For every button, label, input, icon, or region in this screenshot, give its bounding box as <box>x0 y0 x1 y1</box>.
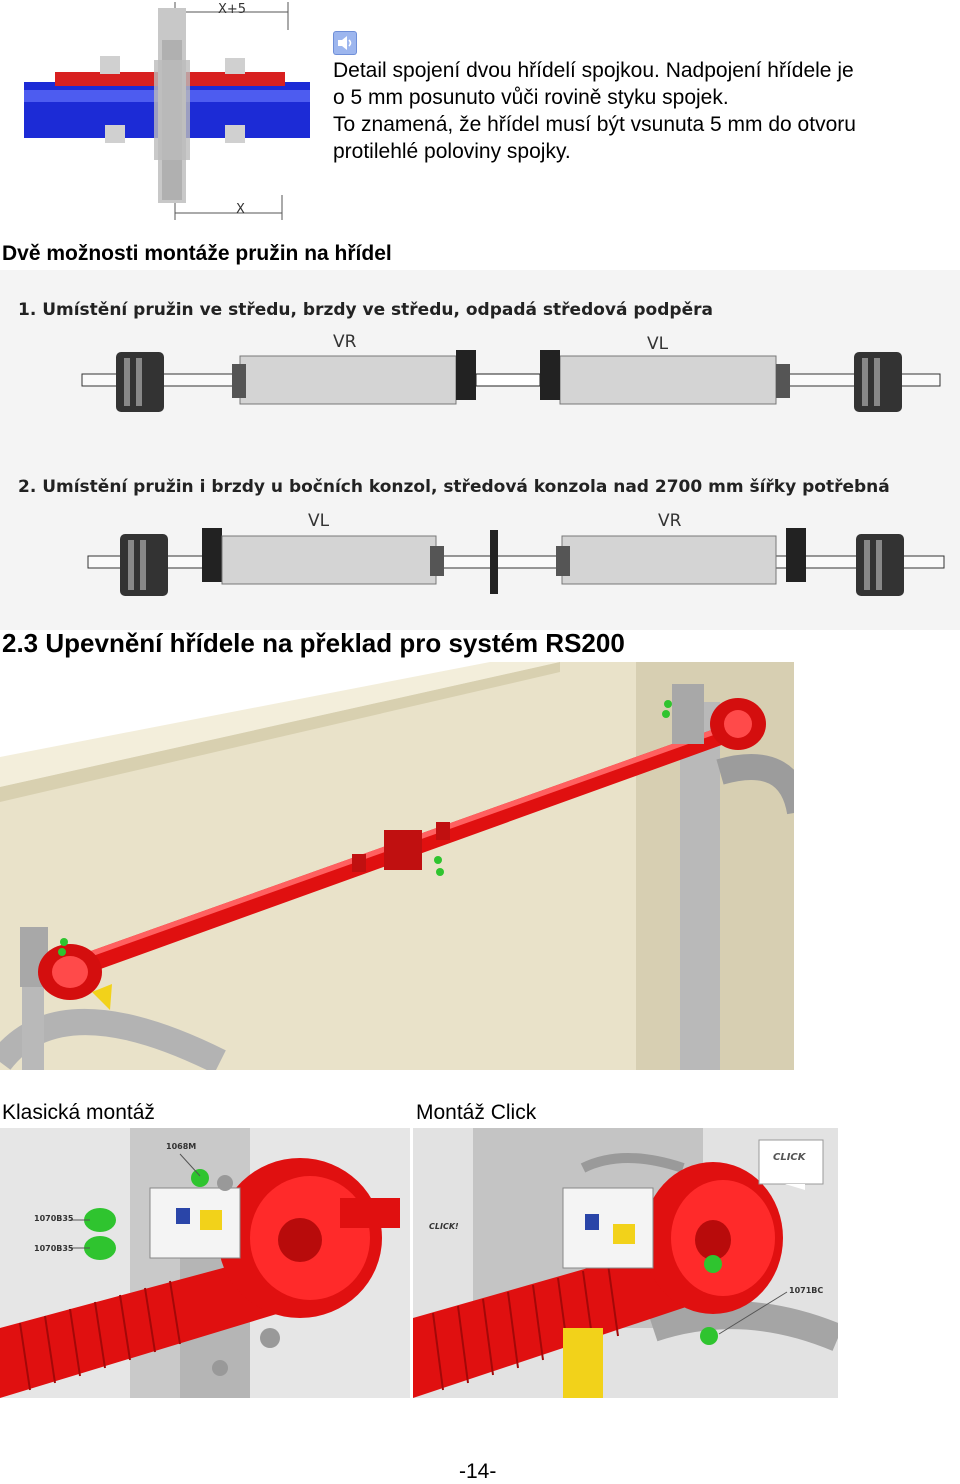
part-label-1068m: 1068M <box>166 1142 197 1151</box>
springs-diagram-panel: 1. Umístění pružin ve středu, brzdy ve s… <box>0 270 960 630</box>
springs-heading: Dvě možnosti montáže pružin na hřídel <box>2 242 392 265</box>
section-title: 2.3 Upevnění hřídele na překlad pro syst… <box>2 628 625 658</box>
part-label-1071bc: 1071BC <box>789 1286 824 1295</box>
dimension-top-label: X+5 <box>218 2 247 17</box>
option2-left-label: VL <box>308 511 330 531</box>
dimension-bottom-label: X <box>236 202 245 217</box>
part-label-1070b35-a: 1070B35 <box>34 1214 74 1223</box>
coupling-description: Detail spojení dvou hřídelí spojkou. Nad… <box>333 57 933 165</box>
option1-left-label: VR <box>333 332 357 352</box>
caption-click-mount: Montáž Click <box>416 1101 537 1124</box>
coupling-line-1: Detail spojení dvou hřídelí spojkou. Nad… <box>333 59 854 82</box>
click-bubble-text: CLICK <box>773 1152 806 1163</box>
coupling-line-4: protilehlé poloviny spojky. <box>333 140 571 163</box>
classic-mount-detail: 1068M 1070B35 1070B35 <box>0 1128 410 1398</box>
option2-right-label: VR <box>658 511 682 531</box>
caption-classic-mount: Klasická montáž <box>2 1101 155 1124</box>
option2-title: 2. Umístění pružin i brzdy u bočních kon… <box>18 477 890 497</box>
part-label-1070b35-b: 1070B35 <box>34 1244 74 1253</box>
click-label: CLICK! <box>429 1222 459 1231</box>
shaft-mounting-illustration <box>0 662 794 1070</box>
click-mount-detail: CLICK! CLICK 1071BC <box>413 1128 838 1398</box>
coupling-diagram: X+5 X <box>0 0 320 225</box>
option1-title: 1. Umístění pružin ve středu, brzdy ve s… <box>18 300 713 320</box>
speaker-icon[interactable] <box>333 31 357 55</box>
page-number: -14- <box>459 1460 497 1483</box>
coupling-line-3: To znamená, že hřídel musí být vsunuta 5… <box>333 113 856 136</box>
coupling-line-2: o 5 mm posunuto vůči rovině styku spojek… <box>333 86 729 109</box>
option1-right-label: VL <box>647 334 669 354</box>
